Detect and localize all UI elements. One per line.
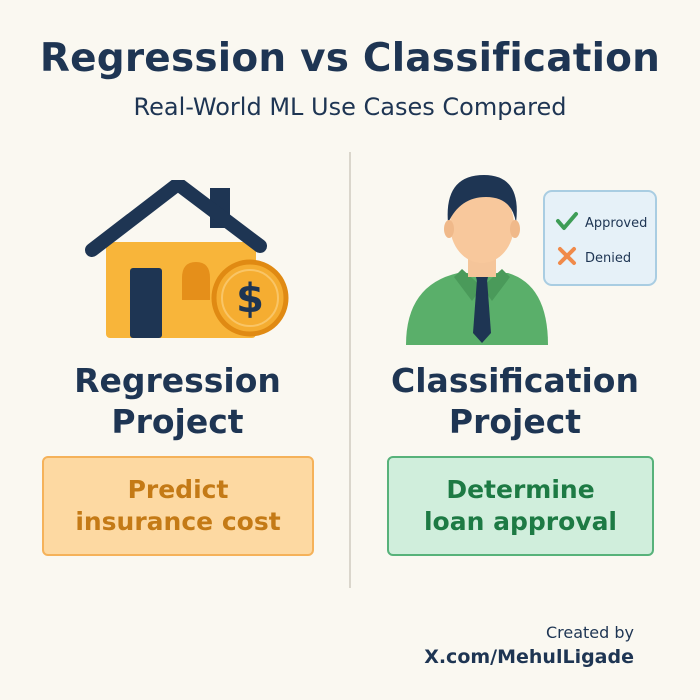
page-subtitle: Real-World ML Use Cases Compared (133, 93, 567, 121)
house-dollar-icon: $ (85, 180, 289, 338)
classification-project-title: Classification Project (380, 360, 650, 442)
credit-handle[interactable]: X.com/MehulLigade (424, 646, 634, 668)
regression-title-line1: Regression (74, 361, 281, 400)
classification-title-line1: Classification (391, 361, 639, 400)
center-divider (349, 152, 351, 588)
decision-card: Approved Denied (543, 190, 657, 286)
page-title: Regression vs Classification (39, 36, 661, 81)
classification-desc-line2: loan approval (423, 507, 618, 536)
regression-description-box: Predict insurance cost (42, 456, 314, 556)
regression-project-title: Regression Project (40, 360, 315, 442)
approved-label: Approved (585, 216, 647, 231)
regression-desc-line2: insurance cost (75, 507, 281, 536)
denied-label: Denied (585, 251, 631, 266)
check-icon (556, 212, 578, 230)
credit: Created by X.com/MehulLigade (424, 622, 634, 670)
classification-title-line2: Project (448, 402, 582, 441)
cross-icon (558, 247, 576, 265)
regression-title-line2: Project (111, 402, 244, 441)
credit-line: Created by (545, 623, 634, 642)
person-decision-icon: Approved Denied (406, 175, 657, 345)
regression-desc-line1: Predict (127, 475, 229, 504)
classification-desc-line1: Determine (446, 475, 595, 504)
classification-description-box: Determine loan approval (387, 456, 654, 556)
svg-text:$: $ (236, 276, 264, 322)
